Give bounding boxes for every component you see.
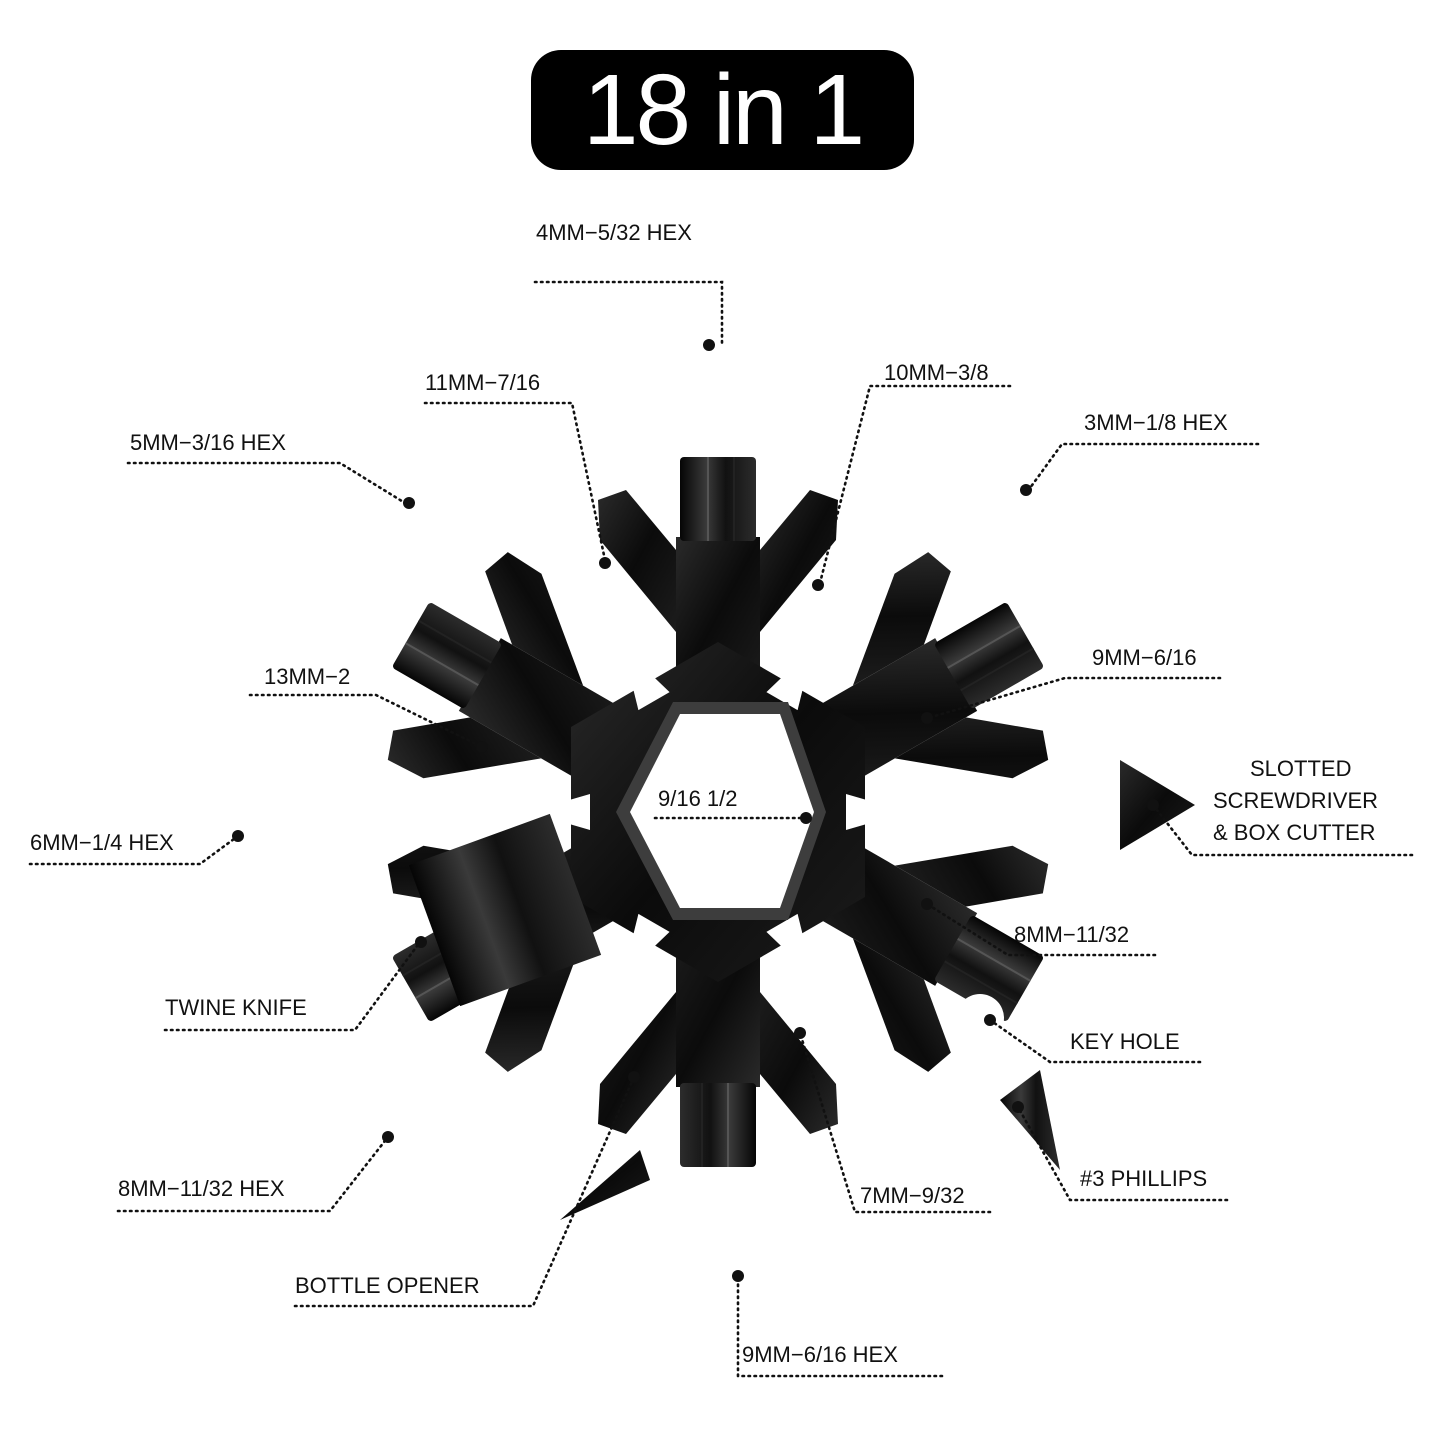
label-center-hex: 9/16 1/2: [658, 786, 738, 811]
label-13mm: 13MM−2: [264, 664, 350, 689]
label-9mm: 9MM−6/16: [1092, 645, 1197, 670]
label-slotted-2: SCREWDRIVER: [1213, 788, 1378, 813]
labels: 4MM−5/32 HEX 11MM−7/16 10MM−3/8 5MM−3/16…: [30, 220, 1378, 1367]
title-badge: 18 in 1: [531, 50, 914, 170]
label-10mm: 10MM−3/8: [884, 360, 989, 385]
title-text: 18 in 1: [582, 54, 865, 166]
label-slotted-1: SLOTTED: [1250, 756, 1351, 781]
leader-dots: [232, 339, 1159, 1282]
label-11mm: 11MM−7/16: [425, 370, 540, 395]
label-4mm-hex: 4MM−5/32 HEX: [536, 220, 692, 245]
label-bottle-opener: BOTTLE OPENER: [295, 1273, 480, 1298]
phillips-tip: [1000, 1070, 1060, 1170]
label-slotted-3: & BOX CUTTER: [1213, 820, 1376, 845]
twine-knife-block: [408, 813, 602, 1007]
label-7mm: 7MM−9/32: [860, 1183, 965, 1208]
label-twine-knife: TWINE KNIFE: [165, 995, 307, 1020]
label-3mm-hex: 3MM−1/8 HEX: [1084, 410, 1228, 435]
snowflake-tool-body: [349, 456, 1087, 1168]
label-9mm-hex: 9MM−6/16 HEX: [742, 1342, 898, 1367]
label-6mm-hex: 6MM−1/4 HEX: [30, 830, 174, 855]
label-key-hole: KEY HOLE: [1070, 1029, 1180, 1054]
label-8mm: 8MM−11/32: [1014, 922, 1129, 947]
leader-lines: [28, 280, 1414, 1378]
label-5mm-hex: 5MM−3/16 HEX: [130, 430, 286, 455]
label-8mm-hex: 8MM−11/32 HEX: [118, 1176, 285, 1201]
bottle-opener-hook: [560, 1150, 650, 1220]
key-hole: [956, 994, 1004, 1042]
label-phillips: #3 PHILLIPS: [1080, 1166, 1207, 1191]
